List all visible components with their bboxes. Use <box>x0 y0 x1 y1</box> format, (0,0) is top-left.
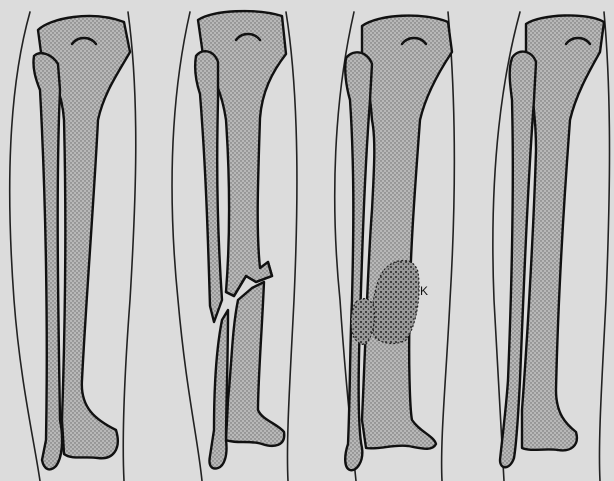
fibula-bone <box>33 53 62 469</box>
leg-skin-outline-right <box>442 12 455 481</box>
leg-skin-outline-right <box>286 12 297 481</box>
panel-healing-leg <box>335 12 455 481</box>
fibula-lower-fragment <box>209 310 228 469</box>
leg-skin-outline-left <box>10 12 40 481</box>
tibia-lower-fragment <box>226 282 284 446</box>
leg-skin-outline-right <box>599 12 609 481</box>
callus-label: K <box>420 284 428 298</box>
panel-fractured-leg <box>172 11 297 481</box>
fibula-upper-fragment <box>195 51 222 322</box>
panel-normal-leg <box>10 12 136 481</box>
tibia-bone <box>362 16 452 449</box>
leg-skin-outline-right <box>123 12 136 481</box>
panel-healed-leg <box>493 12 610 481</box>
